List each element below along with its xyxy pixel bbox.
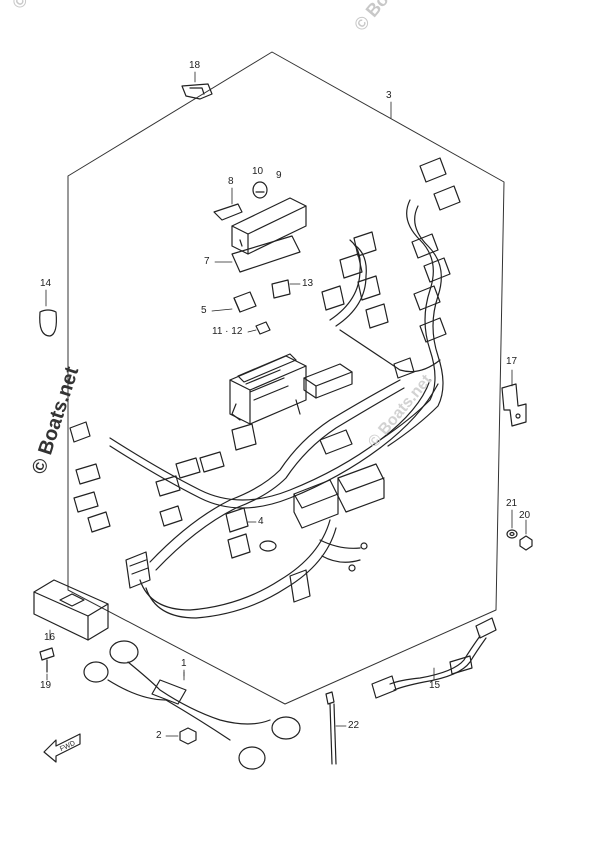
connector-group-center bbox=[225, 423, 385, 603]
callout-4: 4 bbox=[258, 516, 264, 527]
part-11-12-fuse bbox=[247, 321, 271, 335]
callout-10: 10 bbox=[252, 166, 264, 177]
part-2-nut bbox=[165, 727, 197, 745]
part-19-bolt bbox=[39, 647, 55, 681]
part-13-connector bbox=[271, 279, 301, 299]
part-17-bracket bbox=[501, 369, 527, 427]
part-1-sub-harness bbox=[83, 640, 301, 770]
connector-block-right bbox=[303, 363, 353, 399]
callout-22: 22 bbox=[348, 720, 360, 731]
callout-1: 1 bbox=[181, 658, 187, 669]
part-22-cable-tie bbox=[325, 691, 347, 765]
part-10-grommet bbox=[252, 181, 268, 199]
main-harness bbox=[109, 199, 444, 619]
callout-5: 5 bbox=[201, 305, 207, 316]
connector-group-left bbox=[69, 421, 225, 589]
part-15-extension-lead bbox=[371, 617, 497, 699]
fwd-arrow-icon bbox=[43, 733, 81, 763]
part-21-washer bbox=[506, 509, 518, 539]
callout-13: 13 bbox=[302, 278, 314, 289]
callout-21: 21 bbox=[506, 498, 518, 509]
callout-3: 3 bbox=[386, 90, 392, 101]
part-7-gasket bbox=[214, 235, 301, 273]
callout-11-12: 11 · 12 bbox=[212, 326, 243, 337]
assembly-outline bbox=[67, 51, 505, 705]
callout-19: 19 bbox=[40, 680, 52, 691]
part-16-bracket bbox=[33, 579, 109, 641]
part-8-clip bbox=[213, 187, 243, 221]
part-5-relay bbox=[211, 291, 257, 313]
part-9-box bbox=[231, 181, 307, 255]
part-18-clip bbox=[181, 71, 213, 100]
callout-2: 2 bbox=[156, 730, 162, 741]
part-14-cap bbox=[39, 289, 57, 337]
callout-7: 7 bbox=[204, 256, 210, 267]
part-20-nut bbox=[519, 519, 533, 551]
central-junction-box bbox=[229, 353, 307, 425]
callout-15: 15 bbox=[429, 680, 441, 691]
callout-17: 17 bbox=[506, 356, 518, 367]
callout-8: 8 bbox=[228, 176, 234, 187]
callout-18: 18 bbox=[189, 60, 201, 71]
callout-14: 14 bbox=[40, 278, 52, 289]
callout-20: 20 bbox=[519, 510, 531, 521]
callout-9: 9 bbox=[276, 170, 282, 181]
connector-group-upper-right bbox=[321, 157, 461, 379]
callout-16: 16 bbox=[44, 632, 56, 643]
